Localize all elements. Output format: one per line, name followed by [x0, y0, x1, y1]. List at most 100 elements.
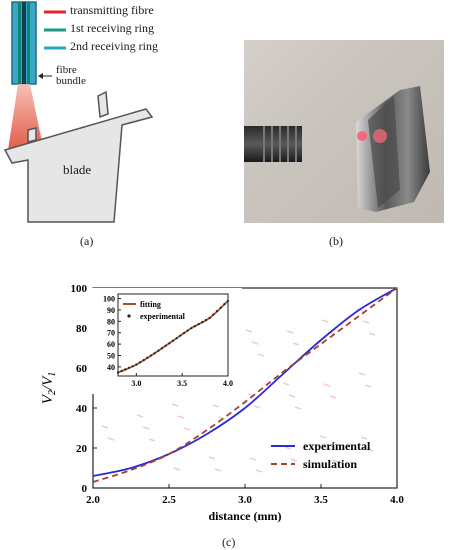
background-mark [183, 427, 191, 431]
series-line-experimental [92, 287, 398, 477]
background-mark [173, 467, 181, 471]
background-mark [282, 382, 290, 386]
inset-experimental-point [146, 356, 149, 359]
legend-label-simulation: simulation [303, 457, 357, 471]
background-mark [253, 405, 261, 409]
caption-b: (b) [329, 234, 343, 248]
inset-y-tick-label: 60 [107, 340, 115, 349]
inset-y-tick-label: 70 [107, 329, 115, 338]
legend-transmitting-fibre: transmitting fibre [70, 3, 154, 17]
background-mark [364, 384, 372, 388]
inset-experimental-point [142, 358, 145, 362]
x-tick-label: 3.0 [238, 494, 252, 506]
inset-experimental-point [215, 309, 219, 313]
background-mark [177, 415, 185, 419]
background-mark [251, 341, 259, 345]
background-mark [255, 469, 263, 473]
photo-probe-and-blade [244, 40, 444, 223]
background-mark [331, 459, 339, 463]
background-mark [319, 435, 327, 439]
inset-experimental-point [153, 352, 156, 355]
inset-y-tick-label: 100 [103, 295, 115, 304]
background-mark [212, 404, 220, 408]
inset-experimental-point [175, 337, 178, 340]
y-tick-label: 20 [76, 443, 88, 455]
inset-experimental-point [190, 327, 193, 330]
y-tick-label: 60 [76, 363, 88, 375]
inset-experimental-point [164, 344, 167, 347]
background-mark [329, 395, 337, 399]
inset-experimental-point [131, 365, 134, 368]
background-mark [148, 438, 156, 442]
inset-legend-label-fitting: fitting [140, 300, 161, 309]
legend-1st-receiving-ring: 1st receiving ring [70, 21, 154, 35]
y-tick-label: 0 [82, 483, 88, 495]
blade-label: blade [63, 162, 92, 177]
photo-illustration [244, 86, 430, 212]
inset-y-tick-label: 40 [107, 363, 115, 372]
inset-frame [117, 293, 229, 377]
inset-experimental-point [116, 371, 120, 374]
inset-x-tick-label: 3.0 [131, 379, 141, 388]
inset-experimental-point [197, 322, 200, 326]
background-mark [366, 448, 374, 452]
inset-experimental-point [179, 334, 182, 337]
x-axis-label: distance (mm) [209, 509, 282, 523]
inset-experimental-point [120, 369, 123, 373]
inset-x-tick-label: 3.5 [177, 379, 187, 388]
background-mark [101, 425, 109, 429]
background-mark [360, 436, 368, 440]
background-mark [368, 332, 376, 336]
inset-y-tick-label: 90 [107, 306, 115, 315]
inset-experimental-point [182, 332, 186, 335]
x-tick-label: 2.5 [162, 494, 176, 506]
fibre-bundle-label-line2: bundle [56, 75, 86, 87]
background-mark [214, 468, 222, 472]
legend-label-experimental: experimental [303, 439, 371, 453]
inset-experimental-point [212, 313, 215, 316]
background-mark [249, 457, 257, 461]
background-mark [284, 446, 292, 450]
y-axis-label: V2/V1 [40, 372, 58, 405]
inset-legend-swatch-experimental [127, 314, 131, 318]
inset-experimental-point [193, 325, 197, 328]
background-mark [286, 330, 294, 334]
background-mark [292, 342, 300, 346]
fibre-bundle-label-line1: fibre [56, 64, 77, 76]
background-mark [142, 426, 150, 430]
background-mark [323, 383, 331, 387]
inset-experimental-point [160, 347, 164, 350]
inset-experimental-point [219, 306, 222, 309]
background-mark [218, 416, 226, 420]
y-tick-label: 80 [76, 323, 88, 335]
background-mark [208, 456, 216, 460]
series-line-simulation [92, 287, 398, 483]
x-tick-label: 3.5 [314, 494, 328, 506]
inset-experimental-point [223, 303, 226, 306]
inset-y-tick-label: 50 [107, 352, 115, 361]
inset-experimental-point [168, 342, 171, 345]
background-mark [358, 372, 366, 376]
inset-experimental-point [138, 361, 142, 364]
y-tick-label: 40 [76, 403, 88, 415]
background-mark [325, 447, 333, 451]
inset-experimental-point [149, 354, 153, 357]
panel-a: transmitting fibre 1st receiving ring 2n… [0, 0, 240, 255]
inset-experimental-point [171, 339, 175, 342]
inset-experimental-point [157, 349, 160, 352]
inset-experimental-point [127, 366, 131, 369]
background-mark [290, 458, 298, 462]
caption-c: (c) [222, 535, 236, 549]
y-tick-label: 100 [71, 283, 88, 295]
blade-shape [3, 108, 154, 223]
caption-a: (a) [80, 234, 94, 248]
inset-experimental-point [186, 329, 189, 332]
background-mark [362, 320, 370, 324]
background-mark [294, 406, 302, 410]
inset-experimental-point [208, 316, 211, 320]
inset-x-tick-label: 4.0 [223, 379, 233, 388]
inset-experimental-point [204, 318, 208, 322]
inset-y-tick-label: 80 [107, 317, 115, 326]
